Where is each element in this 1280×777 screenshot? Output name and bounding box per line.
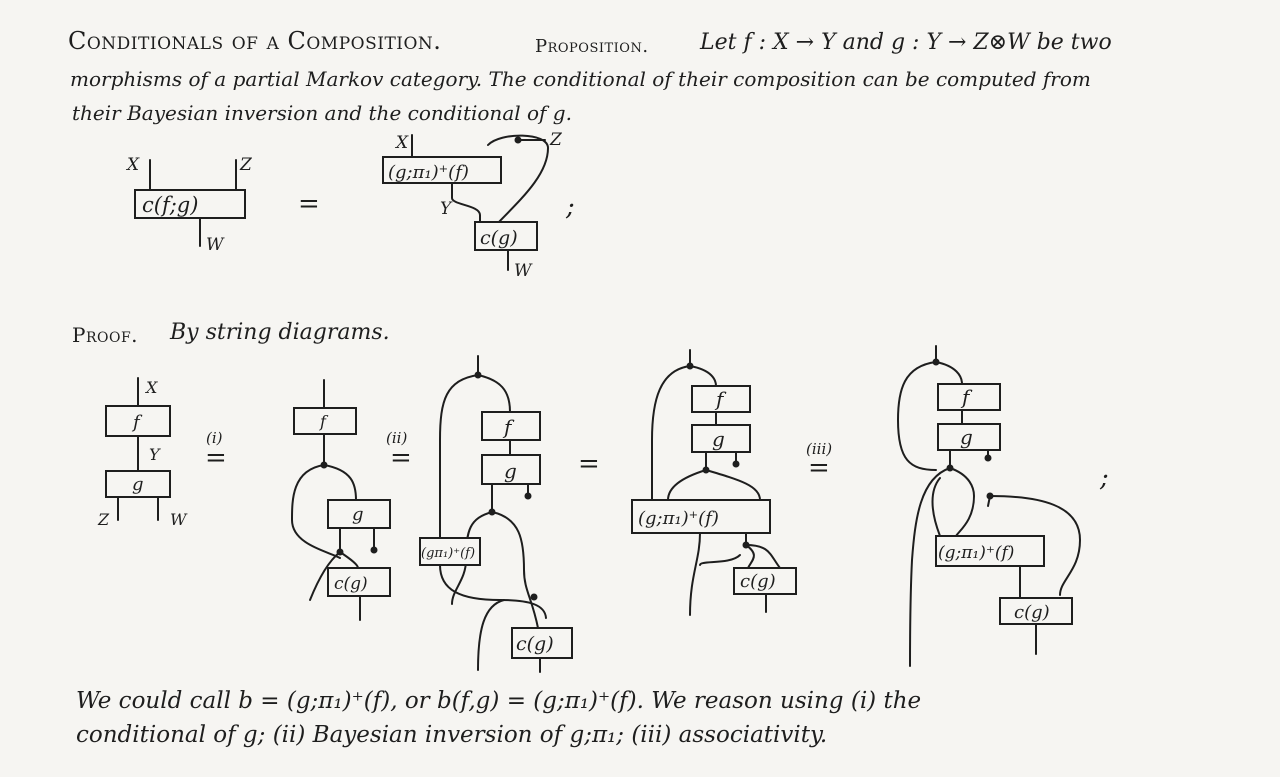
d2-f-label: f	[319, 412, 329, 431]
d2-f-box	[293, 407, 357, 435]
proof-equals-2: =	[390, 443, 412, 473]
proof-equals-1: =	[205, 443, 227, 473]
proof-diagram-5: f g (g;π₁)⁺(f) c(g)	[897, 345, 1081, 667]
proof-diagram-4: f g (g;π₁)⁺(f) c(g)	[631, 349, 797, 616]
d3-c-label: c(g)	[516, 633, 554, 655]
footer-line-1: We could call b = (g;π₁)⁺(f), or b(f,g) …	[76, 688, 922, 714]
rhs-conditional-box	[474, 221, 538, 251]
step-label-i: (i)	[206, 429, 223, 447]
d1-w-label: W	[170, 510, 188, 529]
lhs-z-label: Z	[239, 155, 253, 175]
prop-equals: =	[298, 189, 320, 219]
proposition-lhs: c(f;g) X Z W	[125, 155, 253, 255]
d2-c-box	[327, 567, 391, 597]
lhs-x-label: X	[125, 155, 140, 175]
proof-diagram-2: f g c(g)	[291, 379, 391, 621]
d5-f-box	[937, 383, 1001, 411]
d2-g-box	[327, 499, 391, 529]
d1-f-box	[105, 405, 171, 437]
d5-inverse-label: (g;π₁)⁺(f)	[938, 543, 1014, 563]
statement-line-2: morphisms of a partial Markov category. …	[70, 67, 1091, 91]
statement-line-1: Let f : X → Y and g : Y → Z⊗W be two	[700, 30, 1112, 55]
rhs-z-label: Z	[549, 130, 563, 150]
proposition-label: Proposition.	[535, 36, 649, 57]
d4-c-label: c(g)	[740, 571, 776, 592]
rhs-w-label: W	[514, 261, 533, 281]
d5-c-label: c(g)	[1014, 602, 1050, 623]
d3-inverse-box	[419, 537, 481, 566]
d2-g-label: g	[352, 504, 364, 525]
d4-inverse-label: (g;π₁)⁺(f)	[638, 508, 719, 529]
d4-g-box	[691, 424, 751, 453]
d4-g-label: g	[712, 427, 725, 451]
rhs-inverse-label: (g;π₁)⁺(f)	[388, 162, 469, 183]
d4-inverse-box	[631, 499, 771, 534]
proof-equals-3: =	[578, 449, 600, 479]
d1-x-label: X	[144, 378, 158, 397]
d3-g-box	[481, 454, 541, 485]
d3-g-label: g	[504, 459, 517, 483]
d4-f-box	[691, 385, 751, 413]
d3-c-box	[511, 627, 573, 659]
d1-g-box	[105, 470, 171, 498]
rhs-x-label: X	[394, 133, 409, 153]
d5-g-box	[937, 423, 1001, 451]
footer-line-2: conditional of g; (ii) Bayesian inversio…	[76, 722, 828, 748]
proof-equals-4: =	[808, 453, 830, 483]
d5-g-label: g	[960, 425, 973, 449]
d5-inverse-box	[935, 535, 1045, 567]
d1-g-label: g	[132, 474, 144, 495]
section-heading: Conditionals of a Composition.	[68, 27, 442, 55]
d3-inverse-label: (gπ₁)⁺(f)	[421, 546, 475, 561]
proof-text: By string diagrams.	[170, 320, 390, 345]
lhs-conditional-box	[134, 189, 246, 219]
d5-c-box	[999, 597, 1073, 625]
d1-z-label: Z	[97, 510, 110, 529]
proof-diagram-3: f g (gπ₁)⁺(f) c(g)	[419, 355, 573, 673]
proposition-rhs: (g;π₁)⁺(f) c(g) X Z Y W	[382, 130, 563, 281]
rhs-y-label: Y	[440, 199, 453, 219]
step-label-iii: (iii)	[806, 440, 832, 458]
d2-c-label: c(g)	[334, 574, 368, 594]
rhs-inverse-box	[382, 156, 502, 184]
lhs-w-label: W	[206, 235, 225, 255]
rhs-conditional-label: c(g)	[480, 227, 518, 249]
lhs-box-label: c(f;g)	[142, 193, 198, 217]
d3-f-box	[481, 411, 541, 441]
statement-line-3: their Bayesian inversion and the conditi…	[72, 101, 572, 125]
d4-c-box	[733, 567, 797, 595]
proof-label: Proof.	[72, 323, 139, 347]
step-label-ii: (ii)	[386, 429, 407, 447]
prop-semicolon: ;	[565, 192, 575, 222]
proof-semicolon: ;	[1099, 463, 1109, 493]
proof-diagram-1: f g X Y Z W	[97, 377, 188, 529]
d1-y-label: Y	[149, 445, 161, 464]
